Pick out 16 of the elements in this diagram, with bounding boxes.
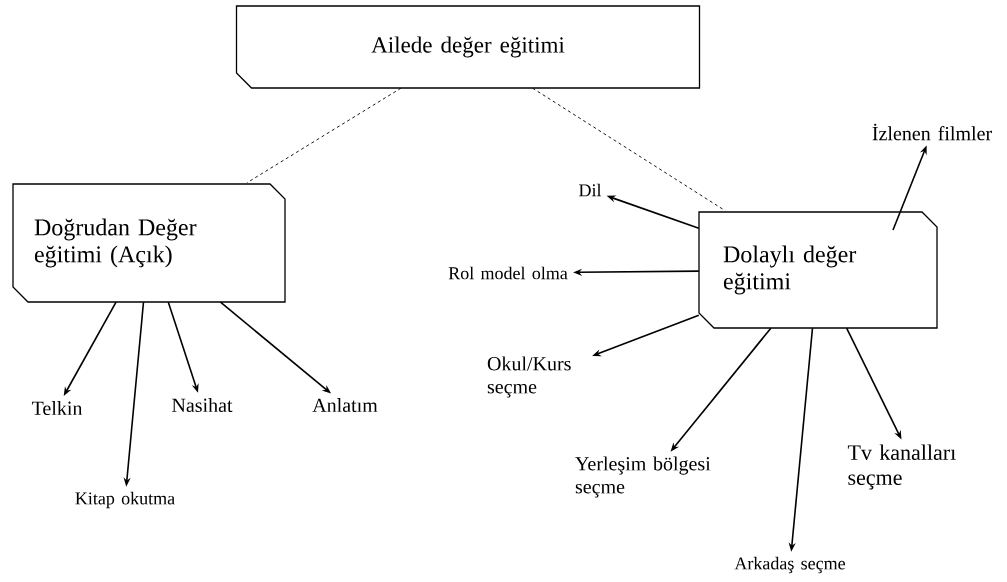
label-text: Okul/Kurs seçme: [487, 356, 571, 398]
dashed-line: [246, 87, 402, 184]
dashed-line: [532, 87, 726, 212]
label-text: Yerleşim bölgesi seçme: [575, 456, 711, 498]
snipped-box: Doğrudan Değer eğitimi (Açık): [12, 183, 286, 303]
label-text: Telkin: [31, 400, 83, 416]
label-text: Anlatım: [312, 397, 378, 413]
label-text: Dil: [579, 183, 602, 197]
label-text: Tv kanalları seçme: [847, 444, 956, 490]
label-text: Kitap okutma: [75, 491, 175, 509]
label-text: Nasihat: [172, 397, 233, 413]
label-text: Arkadaş seçme: [734, 556, 845, 574]
label-text: İzlenen filmler: [872, 123, 992, 141]
snipped-box: Dolaylı değer eğitimi: [698, 211, 938, 329]
snipped-box: Ailede değer eğitimi: [235, 5, 701, 89]
label-text: Rol model olma: [448, 266, 568, 280]
